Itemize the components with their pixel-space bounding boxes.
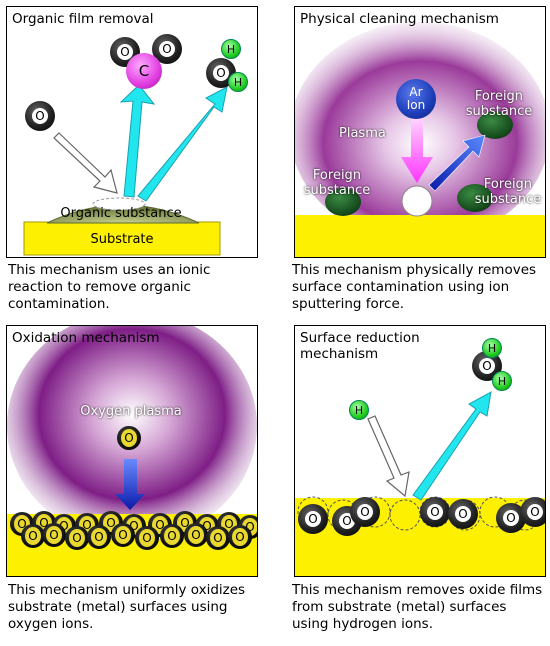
substrate-label: Substrate (90, 232, 154, 247)
oxygen-atom: O (420, 497, 450, 527)
hydrogen-atom: H (492, 371, 512, 391)
panel4-scene (295, 391, 545, 576)
organic-substance-label: Organic substance (60, 206, 182, 221)
panel-organic-film-removal: Organic film removal O O O C O H H Organ… (6, 6, 258, 258)
ar-ion-impact-arrow (401, 101, 433, 183)
oxygen-atom: O (228, 525, 252, 549)
hydrogen-atom: H (221, 39, 241, 59)
caption-organic-film-removal: This mechanism uses an ionic reaction to… (8, 262, 211, 312)
oxygen-atom: O (135, 526, 159, 550)
oxygen-atom: O (206, 526, 230, 550)
panel-title: Physical cleaning mechanism (300, 11, 499, 27)
incoming-oxygen-arrow (53, 132, 118, 194)
panel-title: Organic film removal (12, 11, 154, 27)
hydrogen-atom: H (228, 72, 248, 92)
plasma-label: Plasma (339, 126, 386, 141)
organic-void (92, 197, 146, 211)
caption-physical-cleaning: This mechanism physically removes surfac… (292, 262, 537, 312)
oxygen-ion: O (117, 426, 141, 450)
foreign-substance (477, 111, 513, 139)
panel1-scene (23, 84, 228, 256)
oxygen-atom: O (111, 523, 135, 547)
oxygen-atom: O (350, 497, 380, 527)
oxygen-atom: O (65, 526, 89, 550)
carbon-atom: C (126, 53, 162, 89)
caption-surface-reduction: This mechanism removes oxide films from … (292, 582, 543, 632)
panel-oxidation: Oxidation mechanism Oxygen plasma O O O … (6, 325, 258, 577)
oxygen-plasma-label: Oxygen plasma (80, 404, 182, 419)
panel-title: Oxidation mechanism (12, 330, 160, 346)
foreign-substance (457, 184, 493, 212)
hydrogen-atom: H (349, 400, 369, 420)
h2o-escape-arrow (137, 86, 228, 202)
oxygen-atom: O (42, 523, 66, 547)
oxygen-impact-arrow (115, 459, 145, 510)
oxygen-atom: O (184, 523, 208, 547)
incoming-hydrogen-arrow (367, 415, 410, 498)
panel-surface-reduction: Surface reduction mechanism H O H H O O … (294, 325, 546, 577)
removed-substance-void (401, 185, 433, 217)
co-escape-arrow (119, 84, 156, 198)
oxygen-atom: O (87, 525, 111, 549)
ejection-arrow (428, 134, 486, 192)
water-escape-arrow (412, 391, 492, 501)
oxygen-atom: O (298, 504, 328, 534)
hydrogen-atom: H (482, 338, 502, 358)
panel2-scene (295, 22, 545, 257)
substrate-block (23, 221, 221, 256)
substrate-block (295, 215, 545, 257)
oxygen-atom: O (160, 524, 184, 548)
panel-title: Surface reduction mechanism (300, 330, 420, 362)
oxygen-atom: O (25, 101, 55, 131)
oxygen-atom: O (520, 497, 545, 527)
oxygen-atom: O (448, 499, 478, 529)
caption-oxidation: This mechanism uniformly oxidizes substr… (8, 582, 246, 632)
oxygen-atom: O (21, 524, 45, 548)
foreign-substance (325, 188, 361, 216)
